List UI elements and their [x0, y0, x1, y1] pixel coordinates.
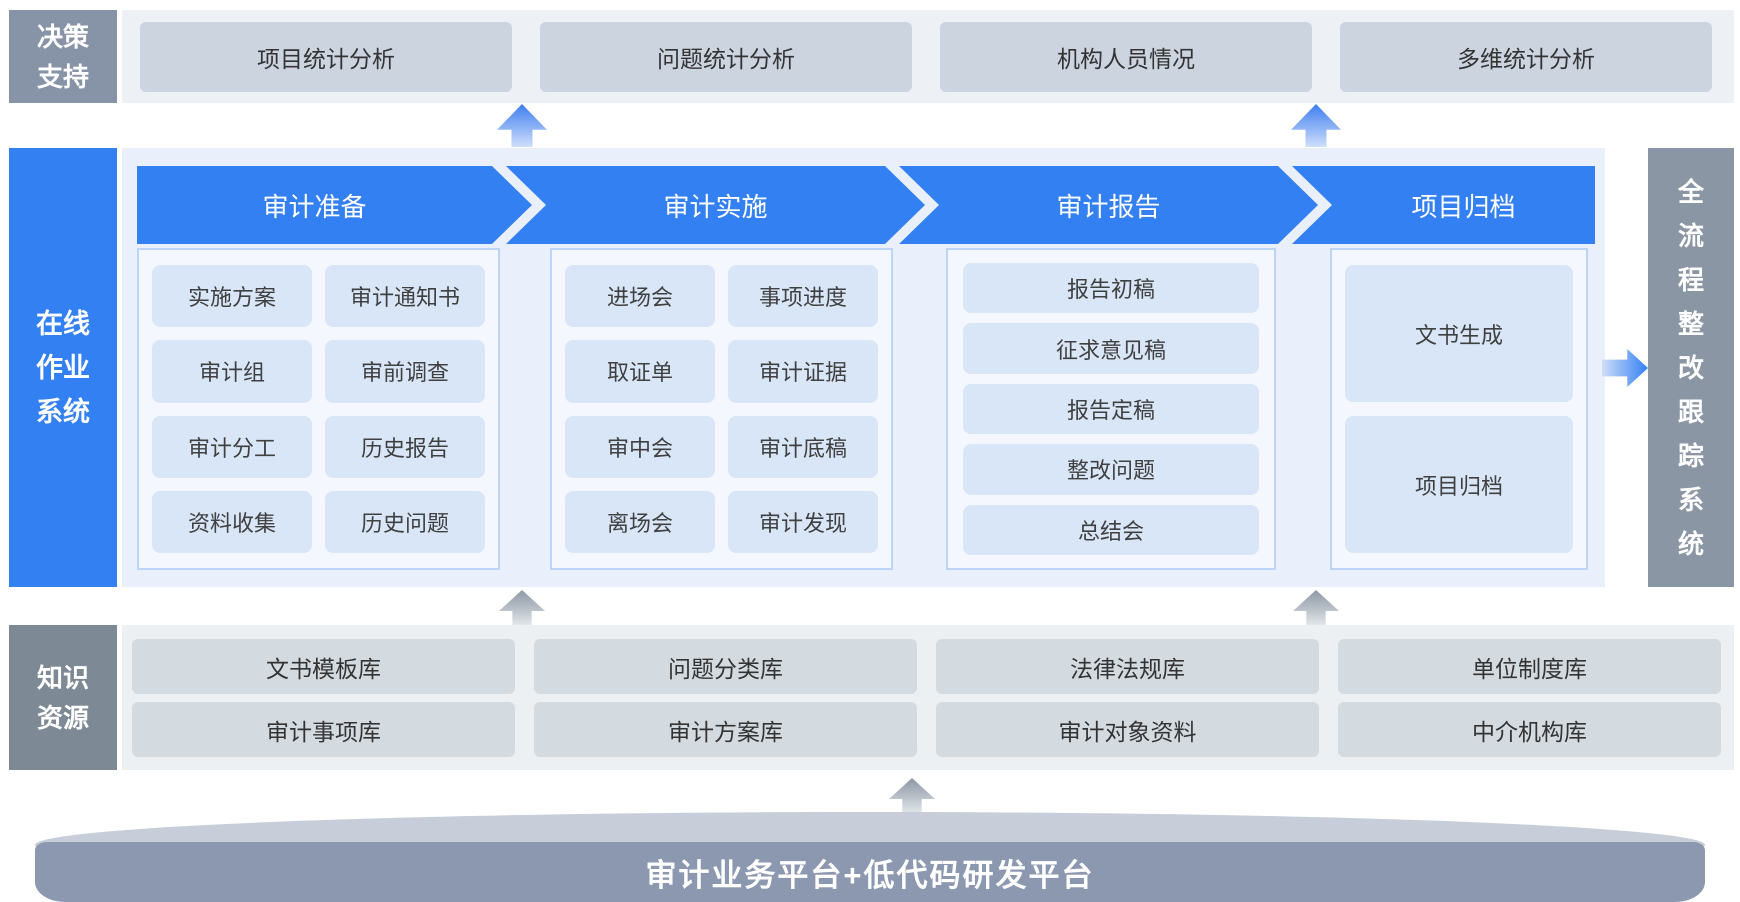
stage-item: 实施方案	[152, 265, 312, 328]
decision-support-label-text: 决策支持	[36, 21, 89, 92]
stage-item: 报告定稿	[963, 383, 1259, 435]
stage-item: 资料收集	[152, 490, 312, 553]
up-arrow-icon	[1293, 590, 1339, 625]
decision-support-label: 决策支持	[9, 10, 117, 103]
stage-item: 审计分工	[152, 415, 312, 478]
knowledge-item: 审计对象资料	[936, 702, 1319, 757]
stage-panel-archive: 文书生成 项目归档	[1330, 248, 1588, 570]
stage-item: 文书生成	[1345, 265, 1573, 402]
stage-header-preparation: 审计准备	[137, 166, 532, 244]
stage-item: 审计组	[152, 340, 312, 403]
knowledge-item: 审计事项库	[132, 702, 515, 757]
stage-item: 审计证据	[728, 340, 878, 403]
stage-item: 审计底稿	[728, 415, 878, 478]
stat-box-project: 项目统计分析	[140, 22, 512, 92]
online-system-label: 在线作业系统	[9, 148, 117, 587]
knowledge-item: 法律法规库	[936, 639, 1319, 694]
decision-support-band: 项目统计分析 问题统计分析 机构人员情况 多维统计分析	[122, 10, 1734, 103]
knowledge-item: 中介机构库	[1338, 702, 1721, 757]
stage-header-report: 审计报告	[899, 166, 1318, 244]
knowledge-item: 单位制度库	[1338, 639, 1721, 694]
stage-item: 总结会	[963, 504, 1259, 555]
stage-header-archive: 项目归档	[1292, 166, 1595, 244]
stage-item: 历史问题	[325, 490, 485, 553]
stage-item: 进场会	[565, 265, 715, 328]
stage-item: 历史报告	[325, 415, 485, 478]
stat-box-issue: 问题统计分析	[540, 22, 912, 92]
rectification-tracking-bar: 全流程整改跟踪系统	[1648, 148, 1734, 587]
stage-panel-report: 报告初稿 征求意见稿 报告定稿 整改问题 总结会	[946, 248, 1276, 570]
stage-item: 事项进度	[728, 265, 878, 328]
online-system-label-text: 在线作业系统	[36, 308, 90, 427]
stage-item: 审前调查	[325, 340, 485, 403]
stage-item: 项目归档	[1345, 416, 1573, 553]
up-arrow-icon	[499, 590, 545, 625]
stage-panel-preparation: 实施方案 审计通知书 审计组 审前调查 审计分工 历史报告 资料收集 历史问题	[137, 248, 500, 570]
stage-item: 征求意见稿	[963, 323, 1259, 374]
platform-base: 审计业务平台+低代码研发平台	[35, 812, 1705, 902]
knowledge-item: 审计方案库	[534, 702, 917, 757]
stage-item: 审计发现	[728, 490, 878, 553]
knowledge-item: 问题分类库	[534, 639, 917, 694]
stat-box-multidim: 多维统计分析	[1340, 22, 1712, 92]
rectification-tracking-label: 全流程整改跟踪系统	[1677, 176, 1704, 559]
stage-item: 审计通知书	[325, 265, 485, 328]
knowledge-resources-label: 知识资源	[9, 625, 117, 770]
stage-item: 整改问题	[963, 444, 1259, 495]
stage-item: 审中会	[565, 415, 715, 478]
right-arrow-icon	[1602, 349, 1648, 387]
stage-item: 取证单	[565, 340, 715, 403]
up-arrow-icon	[889, 778, 935, 813]
stage-item: 报告初稿	[963, 263, 1259, 314]
stage-header-implementation: 审计实施	[506, 166, 925, 244]
up-arrow-icon	[497, 104, 547, 147]
up-arrow-icon	[1291, 104, 1341, 147]
knowledge-resources-label-text: 知识资源	[36, 662, 89, 733]
knowledge-resources-band: 文书模板库 问题分类库 法律法规库 单位制度库 审计事项库 审计方案库 审计对象…	[122, 625, 1734, 770]
stage-panel-implementation: 进场会 事项进度 取证单 审计证据 审中会 审计底稿 离场会 审计发现	[550, 248, 893, 570]
stat-box-staff: 机构人员情况	[940, 22, 1312, 92]
knowledge-item: 文书模板库	[132, 639, 515, 694]
stage-item: 离场会	[565, 490, 715, 553]
platform-label: 审计业务平台+低代码研发平台	[35, 842, 1705, 902]
